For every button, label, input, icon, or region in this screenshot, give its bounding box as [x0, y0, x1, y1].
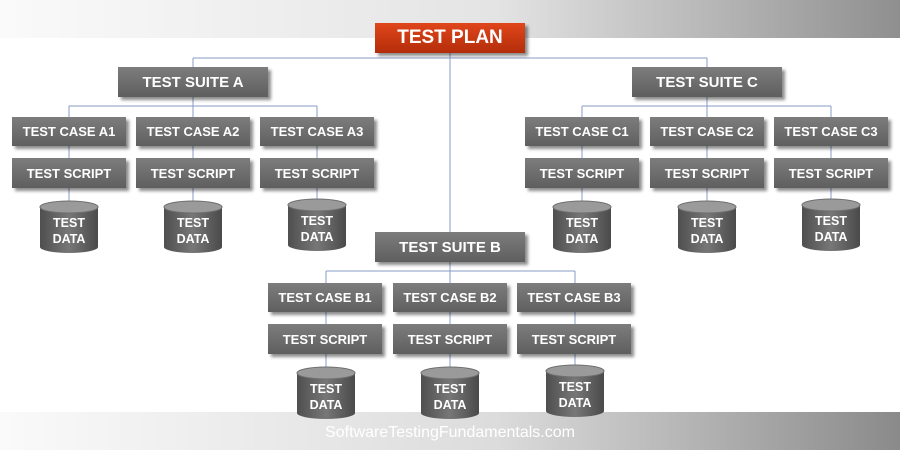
test-case-c1-box: TEST CASE C1 [525, 117, 639, 146]
test-script-a1-box: TEST SCRIPT [12, 158, 126, 188]
test-script-c2-box: TEST SCRIPT [650, 158, 764, 188]
test-data-b3-icon: TEST DATA [545, 364, 605, 418]
footer-text: SoftwareTestingFundamentals.com [325, 424, 575, 441]
test-data-line1: TEST [310, 382, 342, 396]
test-script-b1-box: TEST SCRIPT [268, 324, 382, 354]
test-data-line1: TEST [566, 216, 598, 230]
test-script-c3-box: TEST SCRIPT [774, 158, 888, 188]
test-script-a2-box: TEST SCRIPT [136, 158, 250, 188]
test-data-c2-icon: TEST DATA [677, 200, 737, 254]
test-data-c3-icon: TEST DATA [801, 198, 861, 252]
test-data-a1-icon: TEST DATA [39, 200, 99, 254]
test-data-line2: DATA [814, 230, 848, 244]
test-case-c2-box: TEST CASE C2 [650, 117, 764, 146]
test-script-c1-box: TEST SCRIPT [525, 158, 639, 188]
test-data-line2: DATA [309, 398, 343, 412]
test-script-a3-box: TEST SCRIPT [260, 158, 374, 188]
test-data-line2: DATA [565, 232, 599, 246]
test-case-b3-box: TEST CASE B3 [517, 283, 631, 312]
test-data-line2: DATA [558, 396, 592, 410]
test-data-line1: TEST [815, 214, 847, 228]
test-plan-box: TEST PLAN [375, 23, 525, 53]
test-data-b1-icon: TEST DATA [296, 366, 356, 420]
test-data-line2: DATA [176, 232, 210, 246]
test-suite-a-box: TEST SUITE A [118, 67, 268, 97]
test-script-b2-box: TEST SCRIPT [393, 324, 507, 354]
test-case-a3-box: TEST CASE A3 [260, 117, 374, 146]
test-data-line1: TEST [691, 216, 723, 230]
test-data-a2-icon: TEST DATA [163, 200, 223, 254]
test-case-c3-box: TEST CASE C3 [774, 117, 888, 146]
test-suite-c-box: TEST SUITE C [632, 67, 782, 97]
test-data-line2: DATA [690, 232, 724, 246]
test-data-line1: TEST [559, 380, 591, 394]
test-data-line1: TEST [301, 214, 333, 228]
test-data-line1: TEST [53, 216, 85, 230]
test-suite-b-box: TEST SUITE B [375, 232, 525, 262]
test-data-line2: DATA [52, 232, 86, 246]
test-script-b3-box: TEST SCRIPT [517, 324, 631, 354]
test-data-c1-icon: TEST DATA [552, 200, 612, 254]
test-data-line2: DATA [433, 398, 467, 412]
test-data-b2-icon: TEST DATA [420, 366, 480, 420]
test-data-a3-icon: TEST DATA [287, 198, 347, 252]
test-case-a1-box: TEST CASE A1 [12, 117, 126, 146]
test-data-line1: TEST [434, 382, 466, 396]
test-case-b2-box: TEST CASE B2 [393, 283, 507, 312]
test-data-line1: TEST [177, 216, 209, 230]
test-case-b1-box: TEST CASE B1 [268, 283, 382, 312]
test-data-line2: DATA [300, 230, 334, 244]
test-case-a2-box: TEST CASE A2 [136, 117, 250, 146]
